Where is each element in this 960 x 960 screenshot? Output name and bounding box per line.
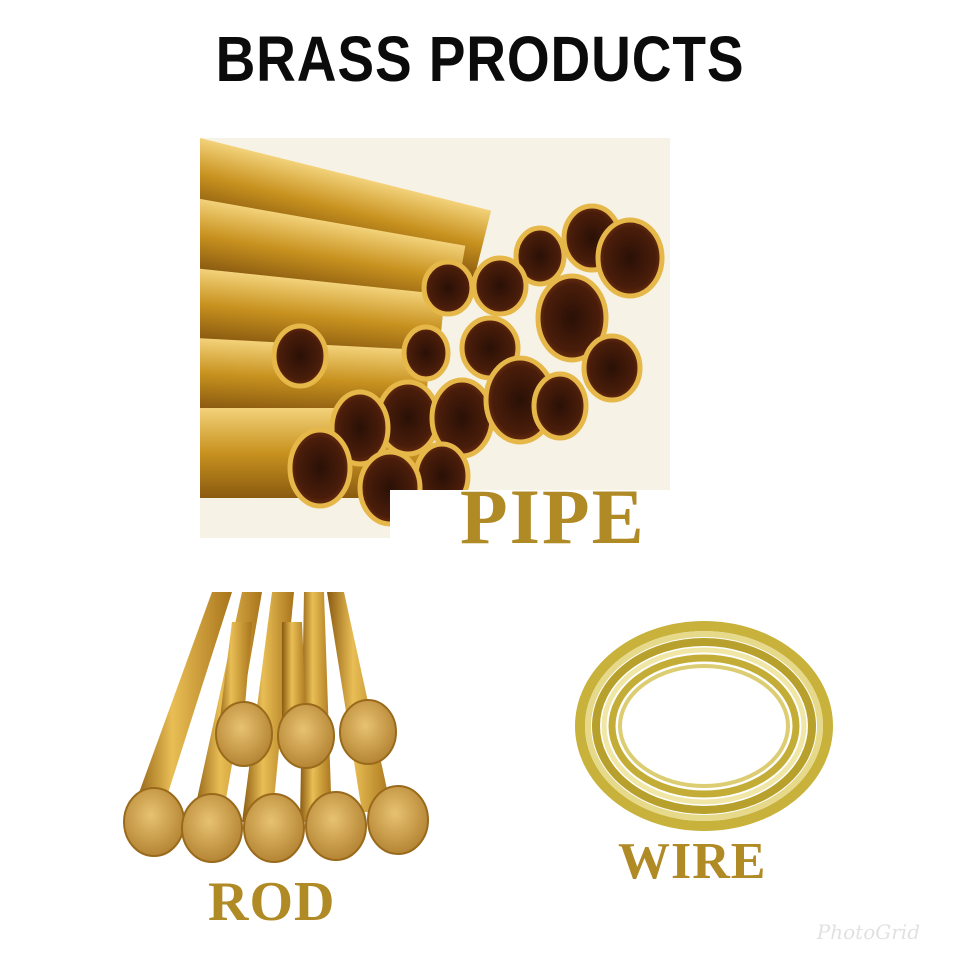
- rod-label: ROD: [208, 871, 336, 933]
- wire-label: WIRE: [618, 833, 767, 890]
- brass-wire-coil-image: [575, 621, 833, 831]
- page-title: BRASS PRODUCTS: [215, 23, 745, 95]
- brass-rod-bundle-image: [123, 592, 429, 863]
- brass-pipe-bundle-image: [200, 138, 670, 538]
- watermark: PhotoGrid: [816, 920, 920, 944]
- pipe-label: PIPE: [460, 473, 646, 560]
